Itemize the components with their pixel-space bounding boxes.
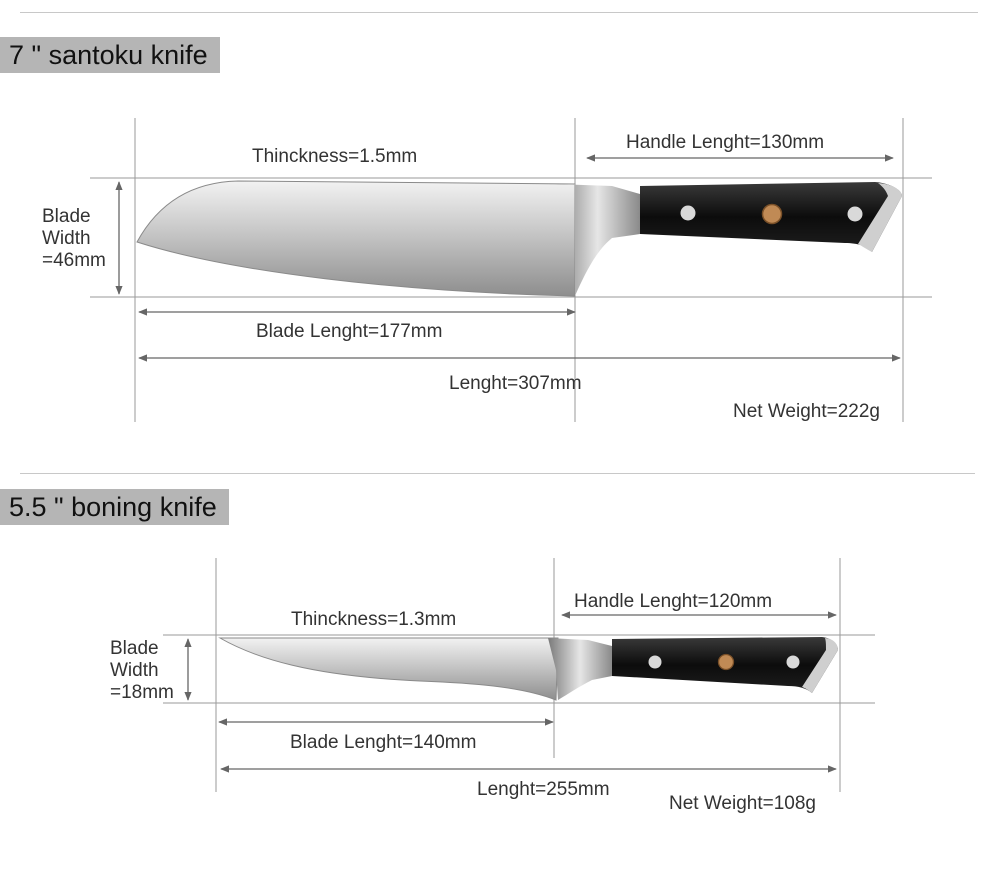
- blade-width-line: Blade: [110, 638, 159, 659]
- rivet-icon: [786, 655, 800, 669]
- boning-length-label: Lenght=255mm: [477, 779, 610, 800]
- boning-guides: [163, 558, 875, 792]
- boning-handle-length-label: Handle Lenght=120mm: [574, 591, 772, 612]
- blade-width-line: Width: [110, 660, 159, 681]
- boning-blade-width-label: Blade Width =18mm: [110, 638, 174, 703]
- blade-width-line: Blade: [42, 206, 91, 227]
- santoku-net-weight-label: Net Weight=222g: [733, 401, 880, 422]
- blade-width-line: =18mm: [110, 682, 174, 703]
- rivet-icon: [847, 206, 863, 222]
- boning-section-title: 5.5 " boning knife: [0, 489, 229, 525]
- santoku-blade-length-label: Blade Lenght=177mm: [256, 321, 442, 342]
- emblem-icon: [761, 203, 783, 225]
- boning-blade: [218, 637, 559, 701]
- boning-bolster: [548, 638, 612, 700]
- santoku-end-cap: [858, 183, 902, 252]
- blade-width-line: =46mm: [42, 250, 106, 271]
- boning-net-weight-label: Net Weight=108g: [669, 793, 816, 814]
- santoku-arrows: [115, 154, 901, 362]
- santoku-knife-image: [136, 180, 902, 297]
- emblem-icon: [717, 653, 735, 671]
- santoku-thickness-label: Thinckness=1.5mm: [252, 146, 417, 167]
- santoku-handle-length-label: Handle Lenght=130mm: [626, 132, 824, 153]
- santoku-blade-width-label: Blade Width =46mm: [42, 206, 106, 271]
- santoku-bolster: [555, 184, 640, 296]
- boning-knife-image: [218, 637, 838, 701]
- boning-end-cap: [802, 638, 838, 693]
- boning-thickness-label: Thinckness=1.3mm: [291, 609, 456, 630]
- blade-width-line: Width: [42, 228, 91, 249]
- santoku-section-title: 7 " santoku knife: [0, 37, 220, 73]
- boning-arrows: [184, 611, 837, 773]
- middle-divider: [20, 473, 975, 474]
- boning-blade-length-label: Blade Lenght=140mm: [290, 732, 476, 753]
- top-divider: [20, 12, 978, 13]
- rivet-icon: [648, 655, 662, 669]
- santoku-blade: [136, 180, 576, 297]
- rivet-icon: [680, 205, 696, 221]
- santoku-length-label: Lenght=307mm: [449, 373, 582, 394]
- santoku-guides: [90, 118, 932, 422]
